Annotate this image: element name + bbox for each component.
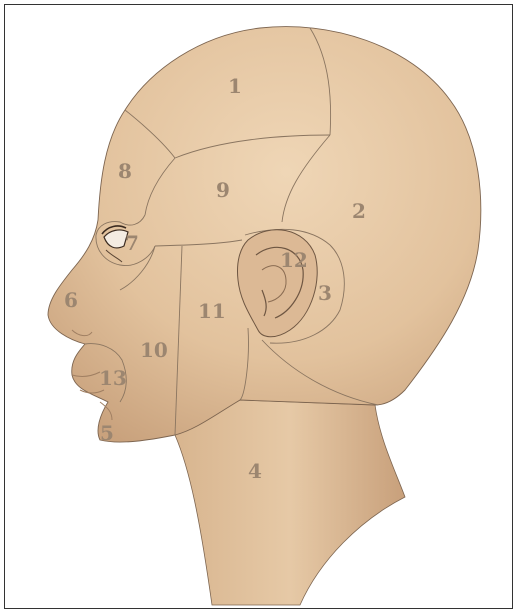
region-label-2: 2	[352, 199, 366, 223]
region-label-10: 10	[140, 338, 168, 362]
region-label-11: 11	[198, 299, 226, 323]
region-label-5: 5	[100, 421, 114, 445]
region-label-8: 8	[118, 159, 132, 183]
region-label-3: 3	[318, 281, 332, 305]
region-label-6: 6	[64, 288, 78, 312]
region-label-12: 12	[280, 248, 308, 272]
region-label-13: 13	[99, 366, 127, 390]
region-label-9: 9	[216, 178, 230, 202]
region-label-1: 1	[228, 74, 242, 98]
region-label-4: 4	[248, 459, 262, 483]
region-label-7: 7	[125, 231, 139, 255]
neck-shape	[175, 400, 405, 605]
